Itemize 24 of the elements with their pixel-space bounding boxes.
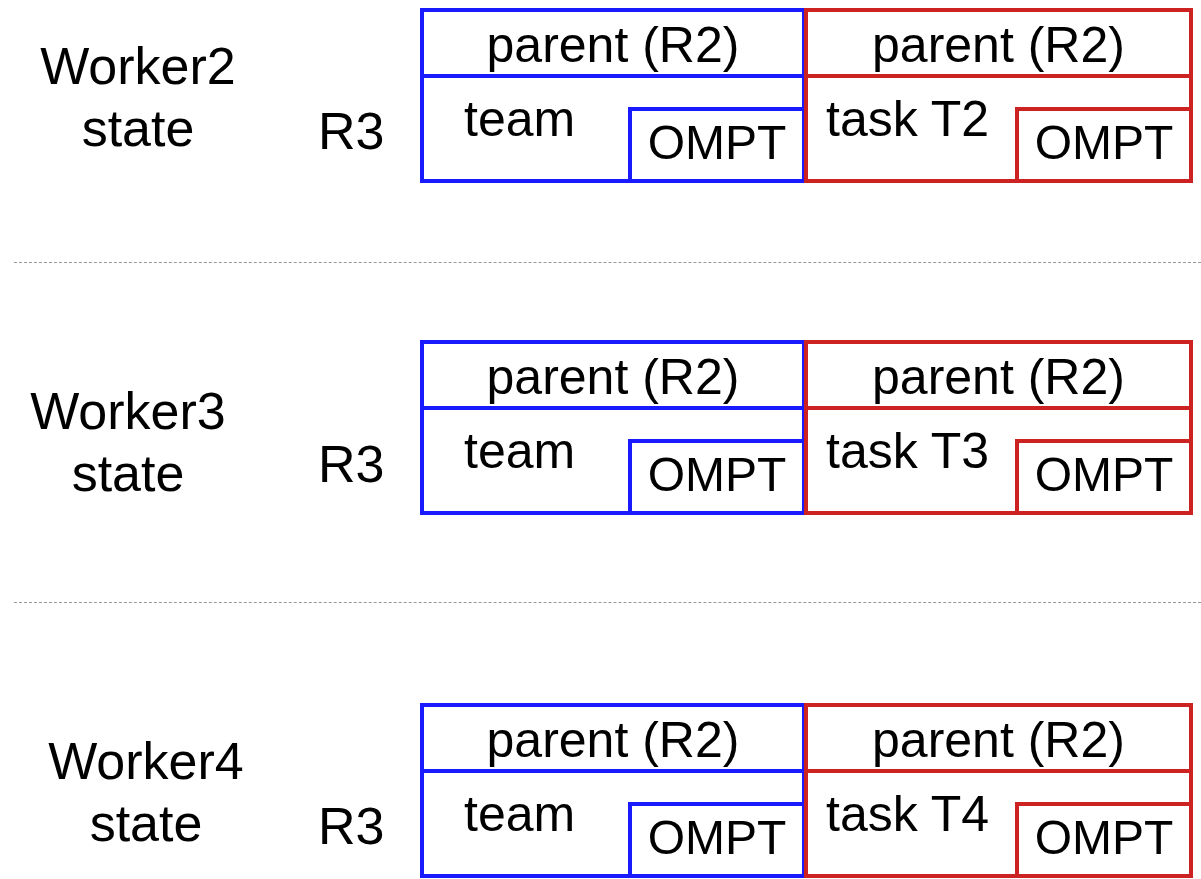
field-label: team xyxy=(464,785,576,843)
field-label: team xyxy=(464,422,576,480)
field-label: task T2 xyxy=(826,90,990,148)
row-label: Worker2 state xyxy=(39,36,237,159)
memory-block xyxy=(804,340,1193,515)
memory-block xyxy=(804,8,1193,183)
header-label: parent (R2) xyxy=(808,344,1189,410)
header-label: parent (R2) xyxy=(424,12,802,78)
memory-block xyxy=(420,703,806,878)
row-label: Worker3 state xyxy=(29,381,227,504)
header-label: parent (R2) xyxy=(424,344,802,410)
header-label: parent (R2) xyxy=(808,707,1189,773)
region-label: R3 xyxy=(318,434,385,495)
header-label: parent (R2) xyxy=(424,707,802,773)
field-label: task T4 xyxy=(826,785,990,843)
field-label: task T3 xyxy=(826,422,990,480)
row-label: Worker4 state xyxy=(47,731,245,854)
region-label: R3 xyxy=(318,101,385,162)
memory-block xyxy=(420,340,806,515)
region-label: R3 xyxy=(318,796,385,857)
memory-block xyxy=(804,703,1193,878)
header-label: parent (R2) xyxy=(808,12,1189,78)
memory-block xyxy=(420,8,806,183)
field-label: team xyxy=(464,90,576,148)
